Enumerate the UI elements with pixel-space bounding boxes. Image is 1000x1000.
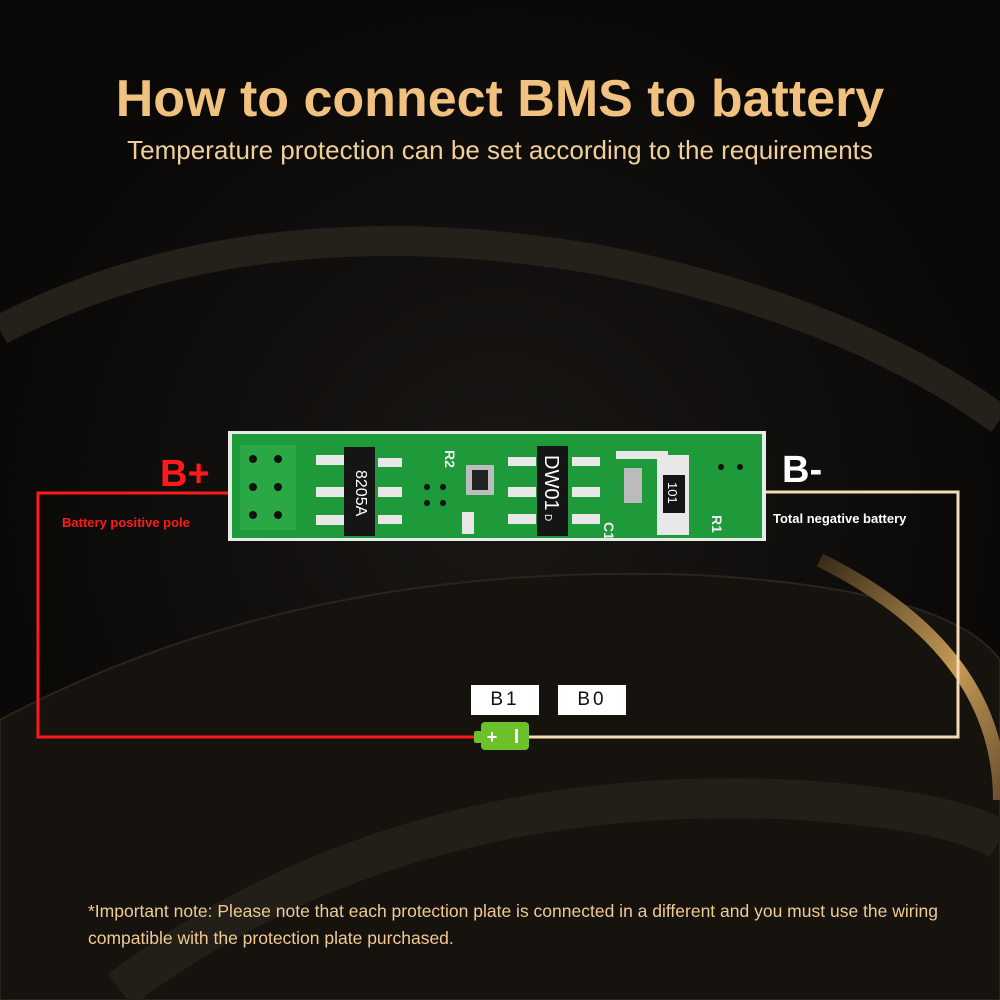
- resistor-label: 101: [665, 482, 680, 504]
- page-subtitle: Temperature protection can be set accord…: [127, 135, 873, 165]
- silk-r1: R1: [709, 515, 725, 533]
- battery-icon: +: [474, 722, 529, 750]
- page-title: How to connect BMS to battery: [115, 70, 885, 128]
- bms-board: 8205A DW01 D 101 R2 R1 C1: [228, 431, 766, 541]
- chip-8205a-label: 8205A: [352, 470, 369, 517]
- positive-pole-label: Battery positive pole: [62, 515, 190, 530]
- b1-tag: B1: [471, 685, 539, 715]
- b-minus-label: B-: [782, 449, 823, 491]
- battery-minus: [515, 729, 518, 743]
- b-plus-label: B+: [160, 453, 210, 495]
- silk-r2: R2: [442, 450, 458, 468]
- negative-wire: [528, 490, 960, 739]
- battery-plus: +: [487, 727, 498, 747]
- negative-label: Total negative battery: [773, 511, 907, 526]
- b0-tag: B0: [558, 685, 626, 715]
- chip-dw01-suffix: D: [542, 514, 553, 521]
- positive-wire: [36, 491, 476, 739]
- chip-dw01-label: DW01: [540, 455, 562, 511]
- silk-c1: C1: [601, 522, 617, 540]
- important-note: *Important note: Please note that each p…: [88, 901, 938, 948]
